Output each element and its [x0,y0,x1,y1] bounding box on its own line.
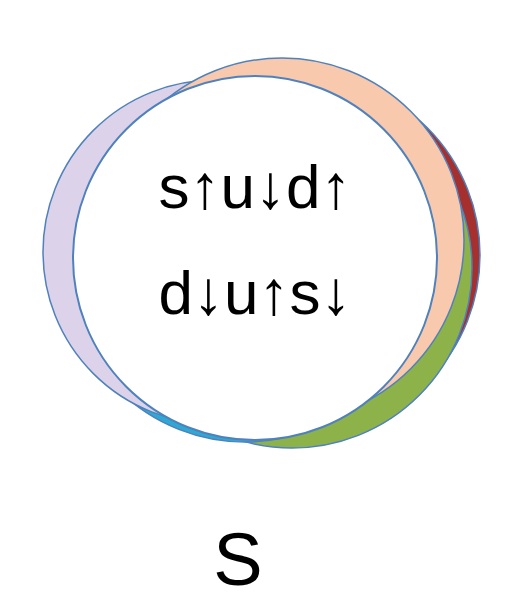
circle-shape [73,76,437,440]
particle-circle: s↑u↓d↑ d↓u↑s↓ [72,75,438,441]
quark-row: d↓u↑s↓ [159,259,352,327]
particle-symbol: S [213,519,262,600]
quark-row: s↑u↓d↑ [159,153,352,221]
